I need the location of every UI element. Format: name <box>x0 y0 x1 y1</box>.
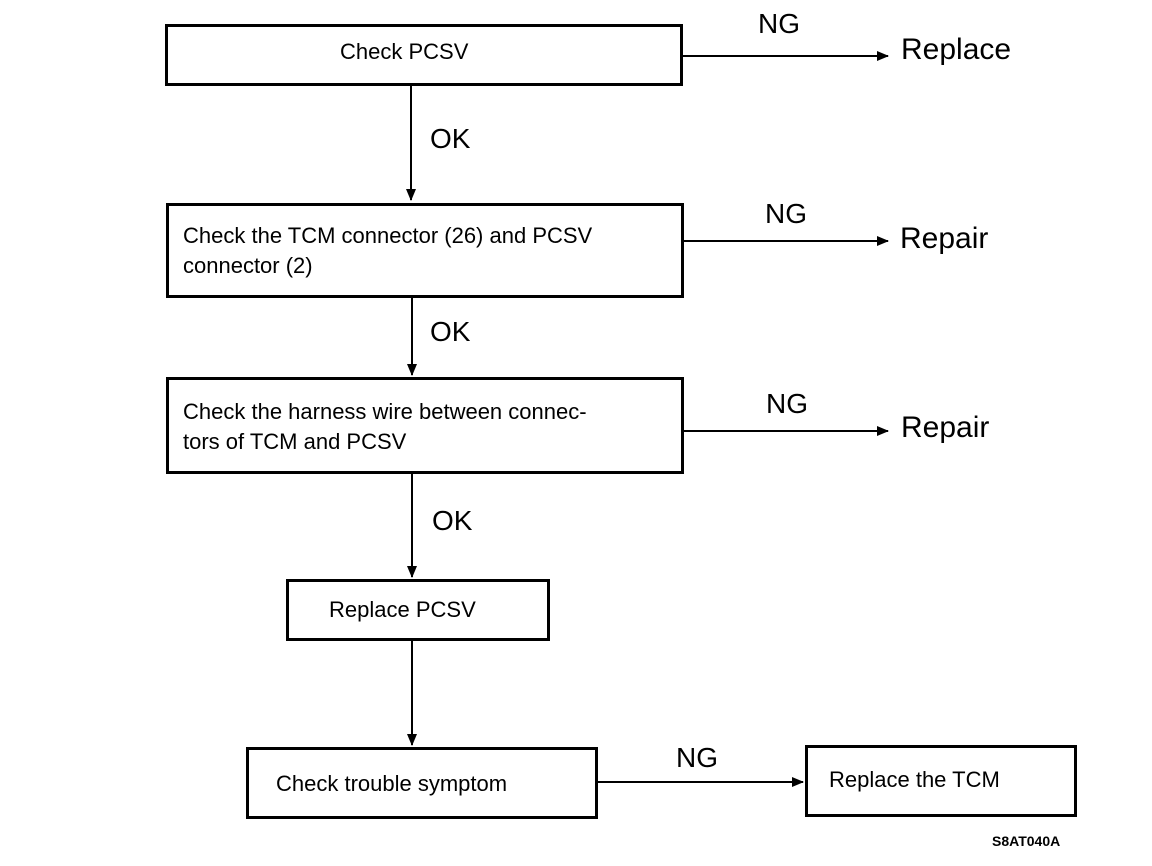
step-replace-pcsv-label: Replace PCSV <box>329 597 476 622</box>
outcome-repair-1: Repair <box>900 222 989 255</box>
outcome-replace: Replace <box>901 33 1012 66</box>
step-check-harness-line2: tors of TCM and PCSV <box>183 429 407 454</box>
figure-code: S8AT040A <box>992 833 1061 849</box>
label-ng-3: NG <box>766 388 808 419</box>
step-replace-pcsv: Replace PCSV <box>286 579 550 641</box>
step-check-pcsv-label: Check PCSV <box>340 39 469 64</box>
step-replace-tcm-label: Replace the TCM <box>829 767 1000 792</box>
step-check-connectors-line2: connector (2) <box>183 253 313 278</box>
step-check-symptom: Check trouble symptom <box>246 747 598 819</box>
step-replace-tcm: Replace the TCM <box>805 745 1077 817</box>
step-check-pcsv: Check PCSV <box>165 24 683 86</box>
label-ok-2: OK <box>430 316 471 347</box>
step-check-symptom-label: Check trouble symptom <box>276 771 508 796</box>
step-check-connectors-line1: Check the TCM connector (26) and PCSV <box>183 223 593 248</box>
step-check-harness: Check the harness wire between connec- t… <box>166 377 684 474</box>
step-check-connectors: Check the TCM connector (26) and PCSV co… <box>166 203 684 298</box>
step-check-harness-line1: Check the harness wire between connec- <box>183 399 587 424</box>
label-ok-3: OK <box>432 505 473 536</box>
label-ng-1: NG <box>758 8 800 39</box>
outcome-repair-2: Repair <box>901 411 990 444</box>
label-ng-2: NG <box>765 198 807 229</box>
label-ok-1: OK <box>430 123 471 154</box>
label-ng-4: NG <box>676 742 718 773</box>
